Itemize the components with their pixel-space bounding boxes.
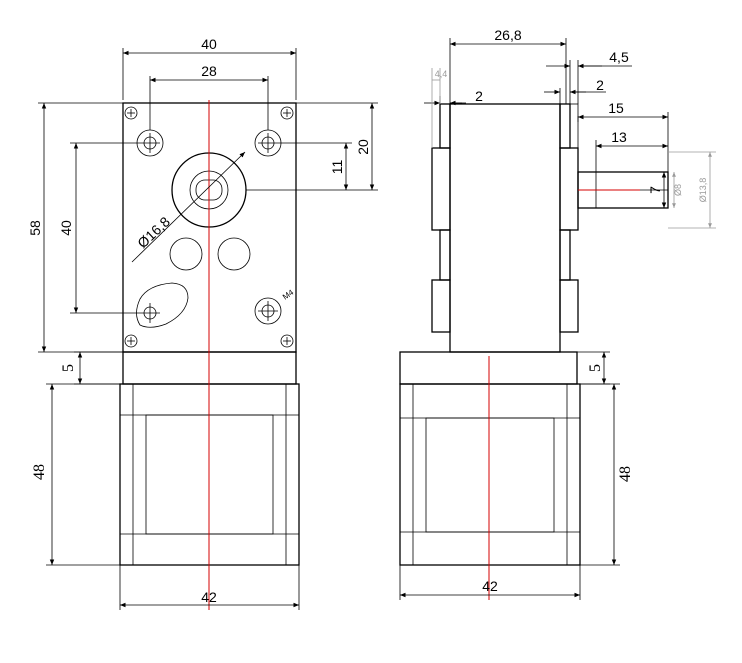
mounting-hole-bottom-left-slot: [136, 282, 189, 328]
svg-text:4,5: 4,5: [609, 49, 629, 65]
svg-text:26,8: 26,8: [494, 27, 521, 43]
svg-text:40: 40: [58, 220, 74, 236]
dim-flat-length: 13: [595, 129, 668, 172]
dim-shaft-offset: 11: [278, 142, 352, 190]
dim-side-motor-height: 48: [580, 383, 634, 566]
dim-hole-spacing-x: 28: [149, 63, 269, 130]
dim-shaft-length: 15: [577, 100, 669, 172]
dim-gearbox-height: 58: [27, 102, 123, 353]
screw-top-left: [124, 106, 138, 120]
mounting-hole-top-right: [254, 129, 282, 157]
svg-text:48: 48: [31, 464, 48, 480]
svg-text:15: 15: [608, 100, 624, 116]
svg-text:5: 5: [587, 364, 604, 372]
gearbox-side-outline: [449, 103, 561, 353]
svg-text:2: 2: [475, 88, 483, 104]
dim-boss-diameter-side: Ø13,8: [668, 151, 716, 229]
front-view: M4 40 28: [27, 36, 378, 610]
screw-top-right: [280, 106, 294, 120]
screw-bottom-right: [280, 334, 294, 348]
dim-front-motor-height: 48: [31, 383, 120, 566]
bearing-hole-left: [169, 237, 203, 271]
dim-gearbox-width: 40: [122, 36, 297, 100]
svg-text:2: 2: [596, 77, 604, 93]
side-motor-body: [399, 383, 581, 566]
corner-screws: [124, 106, 294, 348]
svg-text:48: 48: [617, 466, 634, 482]
svg-text:Ø16,8: Ø16,8: [134, 213, 173, 251]
svg-text:Ø13,8: Ø13,8: [698, 178, 708, 203]
dim-top-hole-offset: 20: [246, 102, 378, 191]
side-view: 26,8 4,5 2 2: [399, 27, 716, 600]
svg-text:13: 13: [611, 129, 627, 145]
svg-text:58: 58: [27, 220, 43, 236]
svg-text:11: 11: [329, 160, 345, 175]
bearing-hole-right: [217, 237, 251, 271]
svg-text:7: 7: [647, 186, 663, 194]
dim-side-depth: 26,8: [449, 27, 567, 104]
dim-front-spacer: 5: [60, 351, 123, 385]
dim-side-flange: 4,5: [546, 49, 632, 104]
dim-shaft-diameter: Ø8: [672, 172, 683, 208]
dim-hole-spacing-y: 40: [58, 142, 140, 314]
side-left-flanges: [431, 103, 451, 333]
side-right-flanges: [559, 103, 579, 333]
svg-text:42: 42: [482, 578, 498, 594]
svg-text:42: 42: [201, 589, 217, 605]
dim-side-left-step: 2: [424, 88, 483, 106]
dim-side-spacer: 5: [577, 351, 610, 385]
dim-flat-width: 7: [640, 171, 668, 209]
svg-text:Ø8: Ø8: [673, 184, 683, 196]
screw-size-label: M4: [281, 288, 296, 302]
svg-text:28: 28: [201, 63, 217, 79]
dim-side-step: 2: [544, 77, 606, 104]
dim-boss-diameter: Ø16,8: [131, 151, 246, 263]
svg-text:20: 20: [355, 139, 371, 155]
dim-side-small-gray: 4,4: [431, 68, 448, 148]
mounting-hole-top-left: [136, 129, 164, 157]
dim-front-motor-width: 42: [119, 565, 300, 610]
dim-side-motor-width: 42: [399, 565, 581, 600]
svg-text:40: 40: [201, 36, 217, 52]
screw-bottom-left: [124, 334, 138, 348]
svg-text:4,4: 4,4: [435, 69, 448, 79]
mounting-hole-bottom-right: [254, 297, 282, 325]
svg-text:5: 5: [60, 364, 77, 372]
